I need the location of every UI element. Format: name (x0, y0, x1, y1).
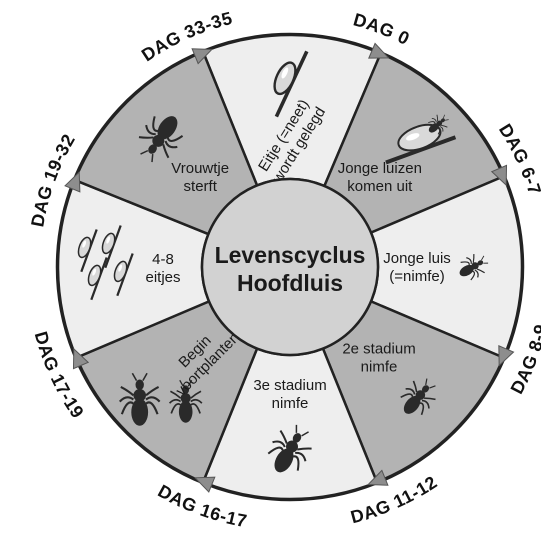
segment-label-line: (=nimfe) (389, 268, 444, 285)
segment-label-line: 4-8 (152, 251, 174, 268)
segment-label-line: 3e stadium (253, 377, 326, 394)
segment-label-line: eitjes (145, 269, 180, 286)
center-title-line2: Hoofdluis (237, 270, 343, 296)
segment-label-line: Jonge luis (383, 250, 451, 267)
day-label-1: DAG 0 (351, 9, 413, 49)
segment-label-line: Jonge luizen (338, 160, 422, 177)
segment-label-line: Vrouwtje (171, 160, 229, 177)
segment-label-line: nimfe (361, 359, 398, 376)
segment-label-line: sterft (184, 178, 218, 195)
center-title-line1: Levenscyclus (215, 242, 366, 268)
segment-label-3: Jonge luis(=nimfe) (383, 250, 451, 285)
center-hub: Levenscyclus Hoofdluis (202, 179, 378, 355)
segment-label-line: nimfe (272, 395, 309, 412)
segment-label-line: komen uit (347, 178, 413, 195)
segment-label-line: 2e stadium (342, 341, 415, 358)
